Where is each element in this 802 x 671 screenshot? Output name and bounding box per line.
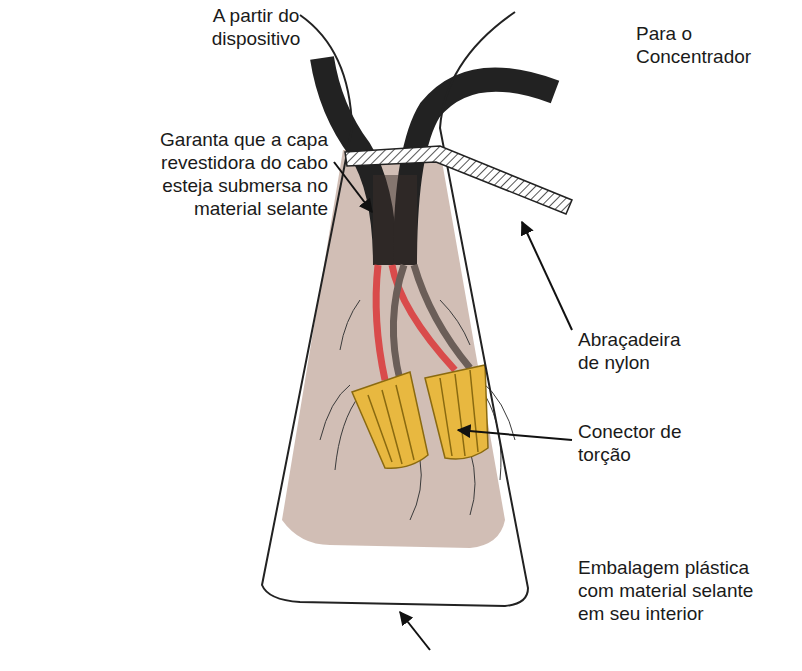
part-label: Abraçadeira de nylon: [578, 328, 698, 374]
twist-connector: [352, 372, 428, 468]
plastic-bag: [262, 12, 528, 606]
part-label: Embalagem plástica com material selante …: [578, 556, 778, 625]
callout-note: Garanta que a capa revestidora do cabo e…: [140, 128, 328, 220]
leader-arrow: [334, 162, 572, 650]
cable-jacket-submerged: [373, 175, 417, 265]
grey-wire: [414, 265, 470, 368]
nylon-tie: [345, 146, 572, 214]
wire-strands: [320, 300, 515, 520]
twist-connector: [425, 365, 488, 459]
red-wire: [376, 265, 385, 380]
grey-wire: [393, 265, 404, 380]
cable-label: A partir do dispositivo: [200, 4, 312, 50]
cable-label: Para o Concentrador: [636, 22, 766, 68]
part-label: Conector de torção: [578, 420, 698, 466]
